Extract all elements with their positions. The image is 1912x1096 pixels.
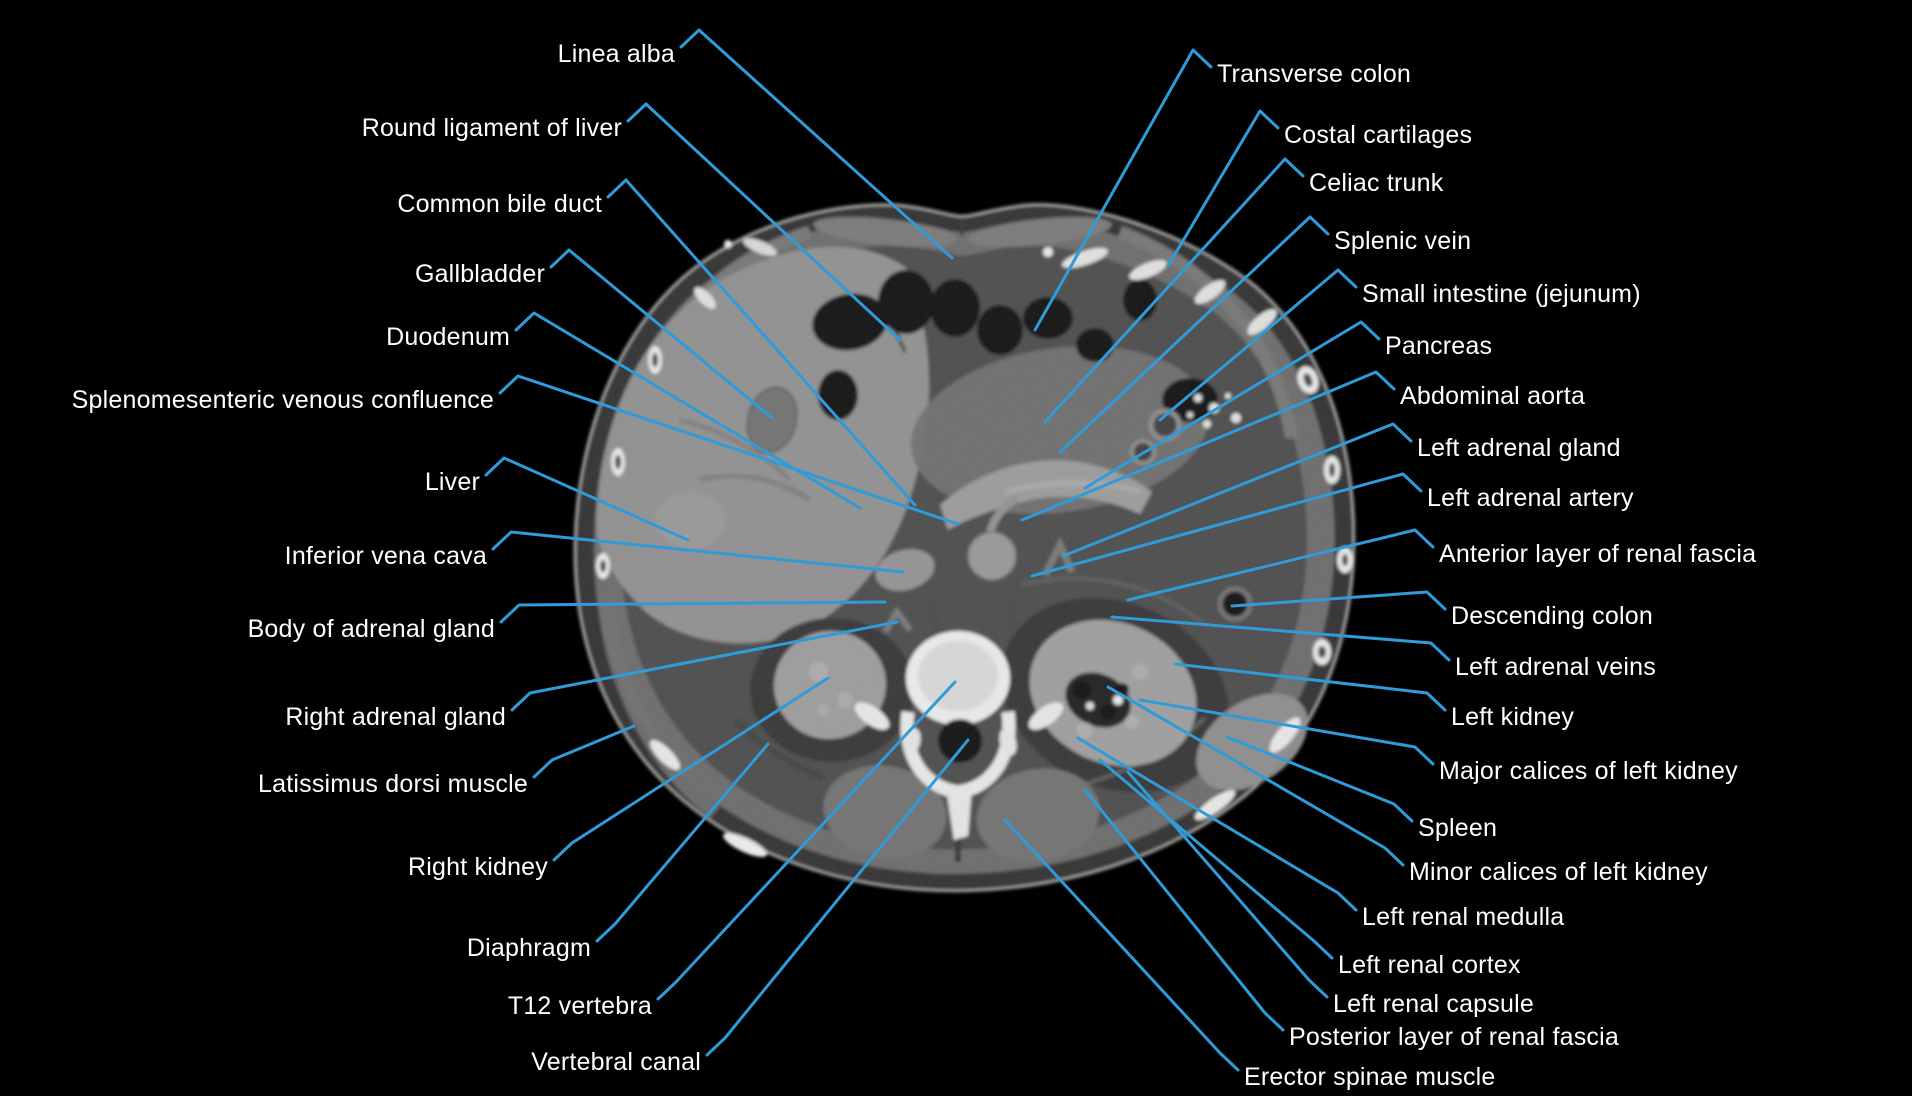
leader-t12-vertebra [656, 680, 957, 1001]
leader-inferior-vena-cava [491, 530, 905, 574]
leader-posterior-layer-of-renal-fascia [1083, 788, 1285, 1032]
leader-left-renal-cortex [1098, 758, 1334, 960]
leader-duodenum [514, 311, 862, 510]
leader-minor-calices-of-left-kidney [1106, 685, 1405, 867]
leader-left-kidney [1173, 662, 1447, 712]
leader-body-of-adrenal-gland [499, 600, 887, 624]
leader-left-adrenal-gland [1061, 422, 1413, 558]
leader-left-renal-capsule [1126, 770, 1329, 999]
leader-anterior-layer-of-renal-fascia [1126, 528, 1435, 602]
leader-common-bile-duct [606, 178, 917, 507]
leader-round-ligament-of-liver [626, 102, 902, 342]
leader-transverse-colon [1033, 48, 1213, 332]
leader-vertebral-canal [705, 738, 970, 1057]
leader-left-renal-medulla [1076, 736, 1358, 912]
leader-gallbladder [549, 248, 774, 420]
leader-costal-cartilages [1166, 109, 1280, 268]
leader-abdominal-aorta [1020, 370, 1396, 522]
leader-major-calices-of-left-kidney [1138, 698, 1435, 766]
leader-right-kidney [552, 676, 830, 862]
ct-noise-texture [574, 204, 1355, 892]
leader-latissimus-dorsi-muscle [532, 724, 636, 779]
leader-left-adrenal-artery [1030, 472, 1423, 578]
leader-small-intestine-jejunum [1158, 268, 1358, 422]
leader-celiac-trunk [1043, 157, 1305, 424]
leader-linea-alba [679, 28, 954, 260]
leader-liver [484, 456, 690, 542]
leader-spleen [1225, 735, 1414, 823]
leader-splenomesenteric-venous-confluence [498, 374, 960, 526]
leader-splenic-vein [1058, 215, 1330, 454]
leader-right-adrenal-gland [510, 620, 899, 712]
leader-diaphragm [595, 742, 770, 943]
leader-erector-spinae-muscle [1003, 818, 1240, 1072]
leader-left-adrenal-veins [1110, 615, 1451, 662]
leader-descending-colon [1230, 590, 1447, 611]
leader-pancreas [1083, 320, 1381, 490]
